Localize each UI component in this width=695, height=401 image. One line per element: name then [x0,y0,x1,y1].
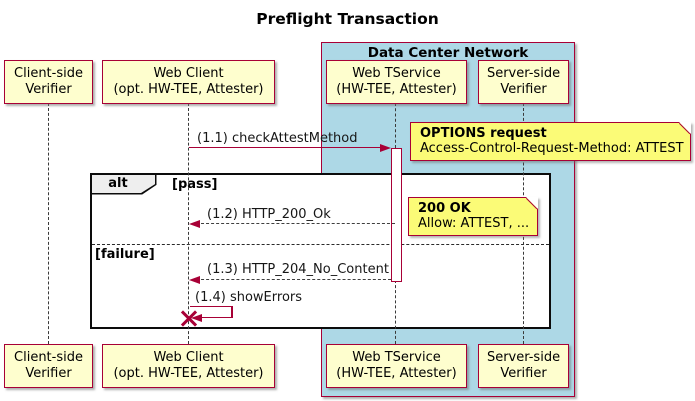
diagram-title: Preflight Transaction [256,10,439,28]
participant-server-side-verifier-top: Server-side Verifier [478,60,569,104]
group-box-label: Data Center Network [367,45,529,61]
note-fold-icon [526,197,538,210]
participant-client-side-verifier-bottom: Client-side Verifier [4,344,93,388]
participant-label: (HW-TEE, Attester) [336,366,457,381]
participant-server-side-verifier-bottom: Server-side Verifier [478,344,569,388]
lifeline-web-tservice-upper [395,103,396,148]
message-1-2-line [196,223,395,224]
arrowhead-left-icon [189,275,200,284]
message-1-4-loop-bottom [199,317,232,318]
participant-client-side-verifier-top: Client-side Verifier [4,60,93,104]
alt-frame-pentagon [91,174,157,195]
participant-web-client-top: Web Client (opt. HW-TEE, Attester) [102,60,275,104]
message-1-1-line [189,147,385,148]
message-1-3-line [196,279,391,280]
alt-frame-divider [92,244,549,245]
participant-label: Server-side [486,349,561,365]
participant-label: (opt. HW-TEE, Attester) [113,82,264,97]
message-1-1-label: (1.1) checkAttestMethod [197,131,358,146]
participant-label: Web TService [352,349,441,365]
participant-label: Web TService [352,65,441,81]
note-options-request: OPTIONS request Access-Control-Request-M… [410,121,692,161]
participant-label: Verifier [25,82,72,97]
message-1-2-label: (1.2) HTTP_200_Ok [207,207,331,222]
participant-label: (opt. HW-TEE, Attester) [113,366,264,381]
participant-web-tservice-top: Web TService (HW-TEE, Attester) [326,60,467,104]
participant-label: Web Client [153,349,224,365]
participant-label: Verifier [500,82,547,97]
message-1-3-label: (1.3) HTTP_204_No_Content [207,262,389,277]
note-200-ok: 200 OK Allow: ATTEST, ... [408,196,539,236]
lifeline-web-tservice-lower [395,280,396,344]
arrowhead-left-icon [189,219,200,228]
note-title: OPTIONS request [420,126,547,141]
participant-label: Client-side [14,65,83,81]
lifeline-web-client [188,103,189,344]
activation-bar-web-tservice [391,148,402,282]
message-1-4-loop-top [190,306,232,307]
lifeline-client-side-verifier [48,103,49,344]
destroy-x-icon [180,309,198,327]
participant-label: Verifier [500,366,547,381]
message-1-4-label: (1.4) showErrors [195,290,303,305]
participant-web-client-bottom: Web Client (opt. HW-TEE, Attester) [102,344,275,388]
participant-label: Web Client [153,65,224,81]
participant-label: Verifier [25,366,72,381]
message-1-4-loop-side [231,306,233,318]
arrowhead-right-icon [380,143,391,152]
note-body: Allow: ATTEST, ... [418,216,530,231]
participant-label: Client-side [14,349,83,365]
participant-label: (HW-TEE, Attester) [336,82,457,97]
note-fold-icon [679,122,691,135]
guard-pass-label: [pass] [172,177,218,192]
alt-operator-label: alt [108,176,128,191]
note-title: 200 OK [418,201,471,216]
guard-failure-label: [failure] [95,247,155,262]
participant-web-tservice-bottom: Web TService (HW-TEE, Attester) [326,344,467,388]
participant-label: Server-side [486,65,561,81]
note-body: Access-Control-Request-Method: ATTEST [420,141,684,156]
